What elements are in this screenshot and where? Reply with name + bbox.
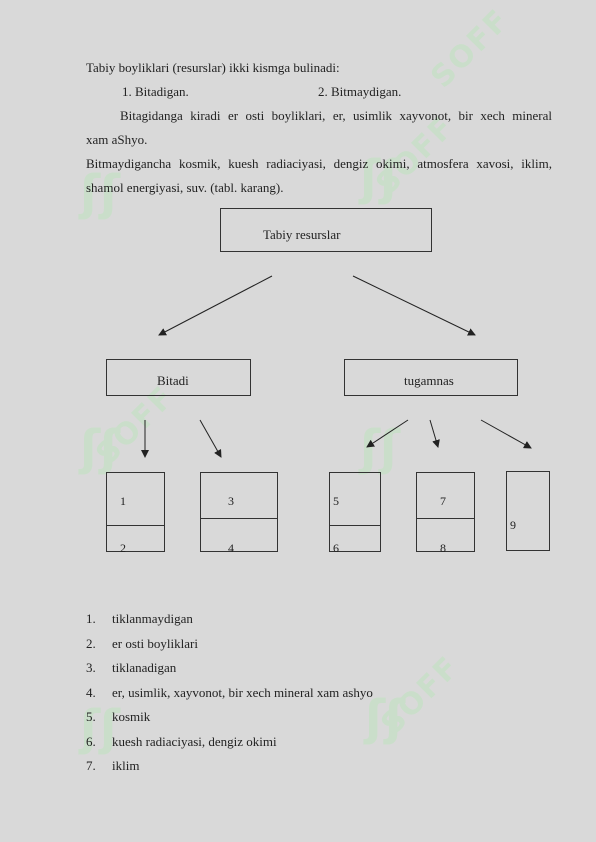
cell-label: 3 — [228, 494, 234, 508]
cell-box-3: 5 6 — [329, 472, 381, 555]
arrow-tugamnas-3 — [480, 419, 532, 449]
bitadi-box: Bitadi — [106, 359, 251, 396]
cell-label: 1 — [120, 494, 126, 508]
cell-label: 9 — [510, 518, 516, 532]
item-bitadigan: 1. Bitadigan. — [122, 84, 189, 99]
bitadi-label: Bitadi — [157, 373, 189, 388]
arrow-tugamnas-1 — [366, 419, 409, 448]
cell-label: 5 — [333, 494, 339, 508]
cell-box-4: 7 8 — [416, 472, 475, 555]
root-label: Tabiy resurslar — [263, 227, 341, 242]
list-item: 6.kuesh radiaciyasi, dengiz okimi — [86, 733, 277, 749]
list-item: 7.iklim — [86, 758, 140, 773]
root-box: Tabiy resurslar — [220, 208, 432, 252]
arrow-tugamnas-2 — [429, 419, 440, 448]
cell-label: 4 — [228, 541, 234, 555]
cell-label: 2 — [120, 541, 126, 555]
tugamnas-label: tugamnas — [404, 373, 454, 388]
cell-box-2: 3 4 — [200, 472, 278, 555]
paragraph-1-line-2: xam aShyo. — [86, 132, 148, 147]
paragraph-1-line-1: Bitagidanga kiradi er osti boyliklari, e… — [120, 108, 552, 123]
list-item: 3.tiklanadigan — [86, 660, 177, 675]
legend-list: 1.tiklanmaydigan 2.er osti boyliklari 3.… — [86, 610, 373, 782]
item-bitmaydigan: 2. Bitmaydigan. — [318, 84, 402, 99]
paragraph-2-line-1: Bitmaydigancha kosmik, kuesh radiaciyasi… — [86, 156, 552, 171]
cell-box-1: 1 2 — [106, 472, 165, 555]
list-item: 5.kosmik — [86, 709, 151, 724]
list-item: 2.er osti boyliklari — [86, 635, 198, 651]
cell-box-5: 9 — [506, 471, 550, 551]
paragraph-2-line-2: shamol energiyasi, suv. (tabl. karang). — [86, 180, 284, 195]
arrow-bitadi-2 — [199, 419, 222, 458]
cell-label: 8 — [440, 541, 446, 555]
list-item: 1.tiklanmaydigan — [86, 611, 193, 626]
arrow-root-left — [158, 275, 273, 336]
list-item: 4.er, usimlik, xayvonot, bir xech minera… — [86, 684, 373, 700]
cell-label: 7 — [440, 494, 446, 508]
intro-text: Tabiy boyliklari (resurslar) ikki kismga… — [86, 60, 340, 75]
tugamnas-box: tugamnas — [344, 359, 518, 396]
arrow-root-right — [352, 275, 476, 336]
cell-label: 6 — [333, 541, 339, 555]
